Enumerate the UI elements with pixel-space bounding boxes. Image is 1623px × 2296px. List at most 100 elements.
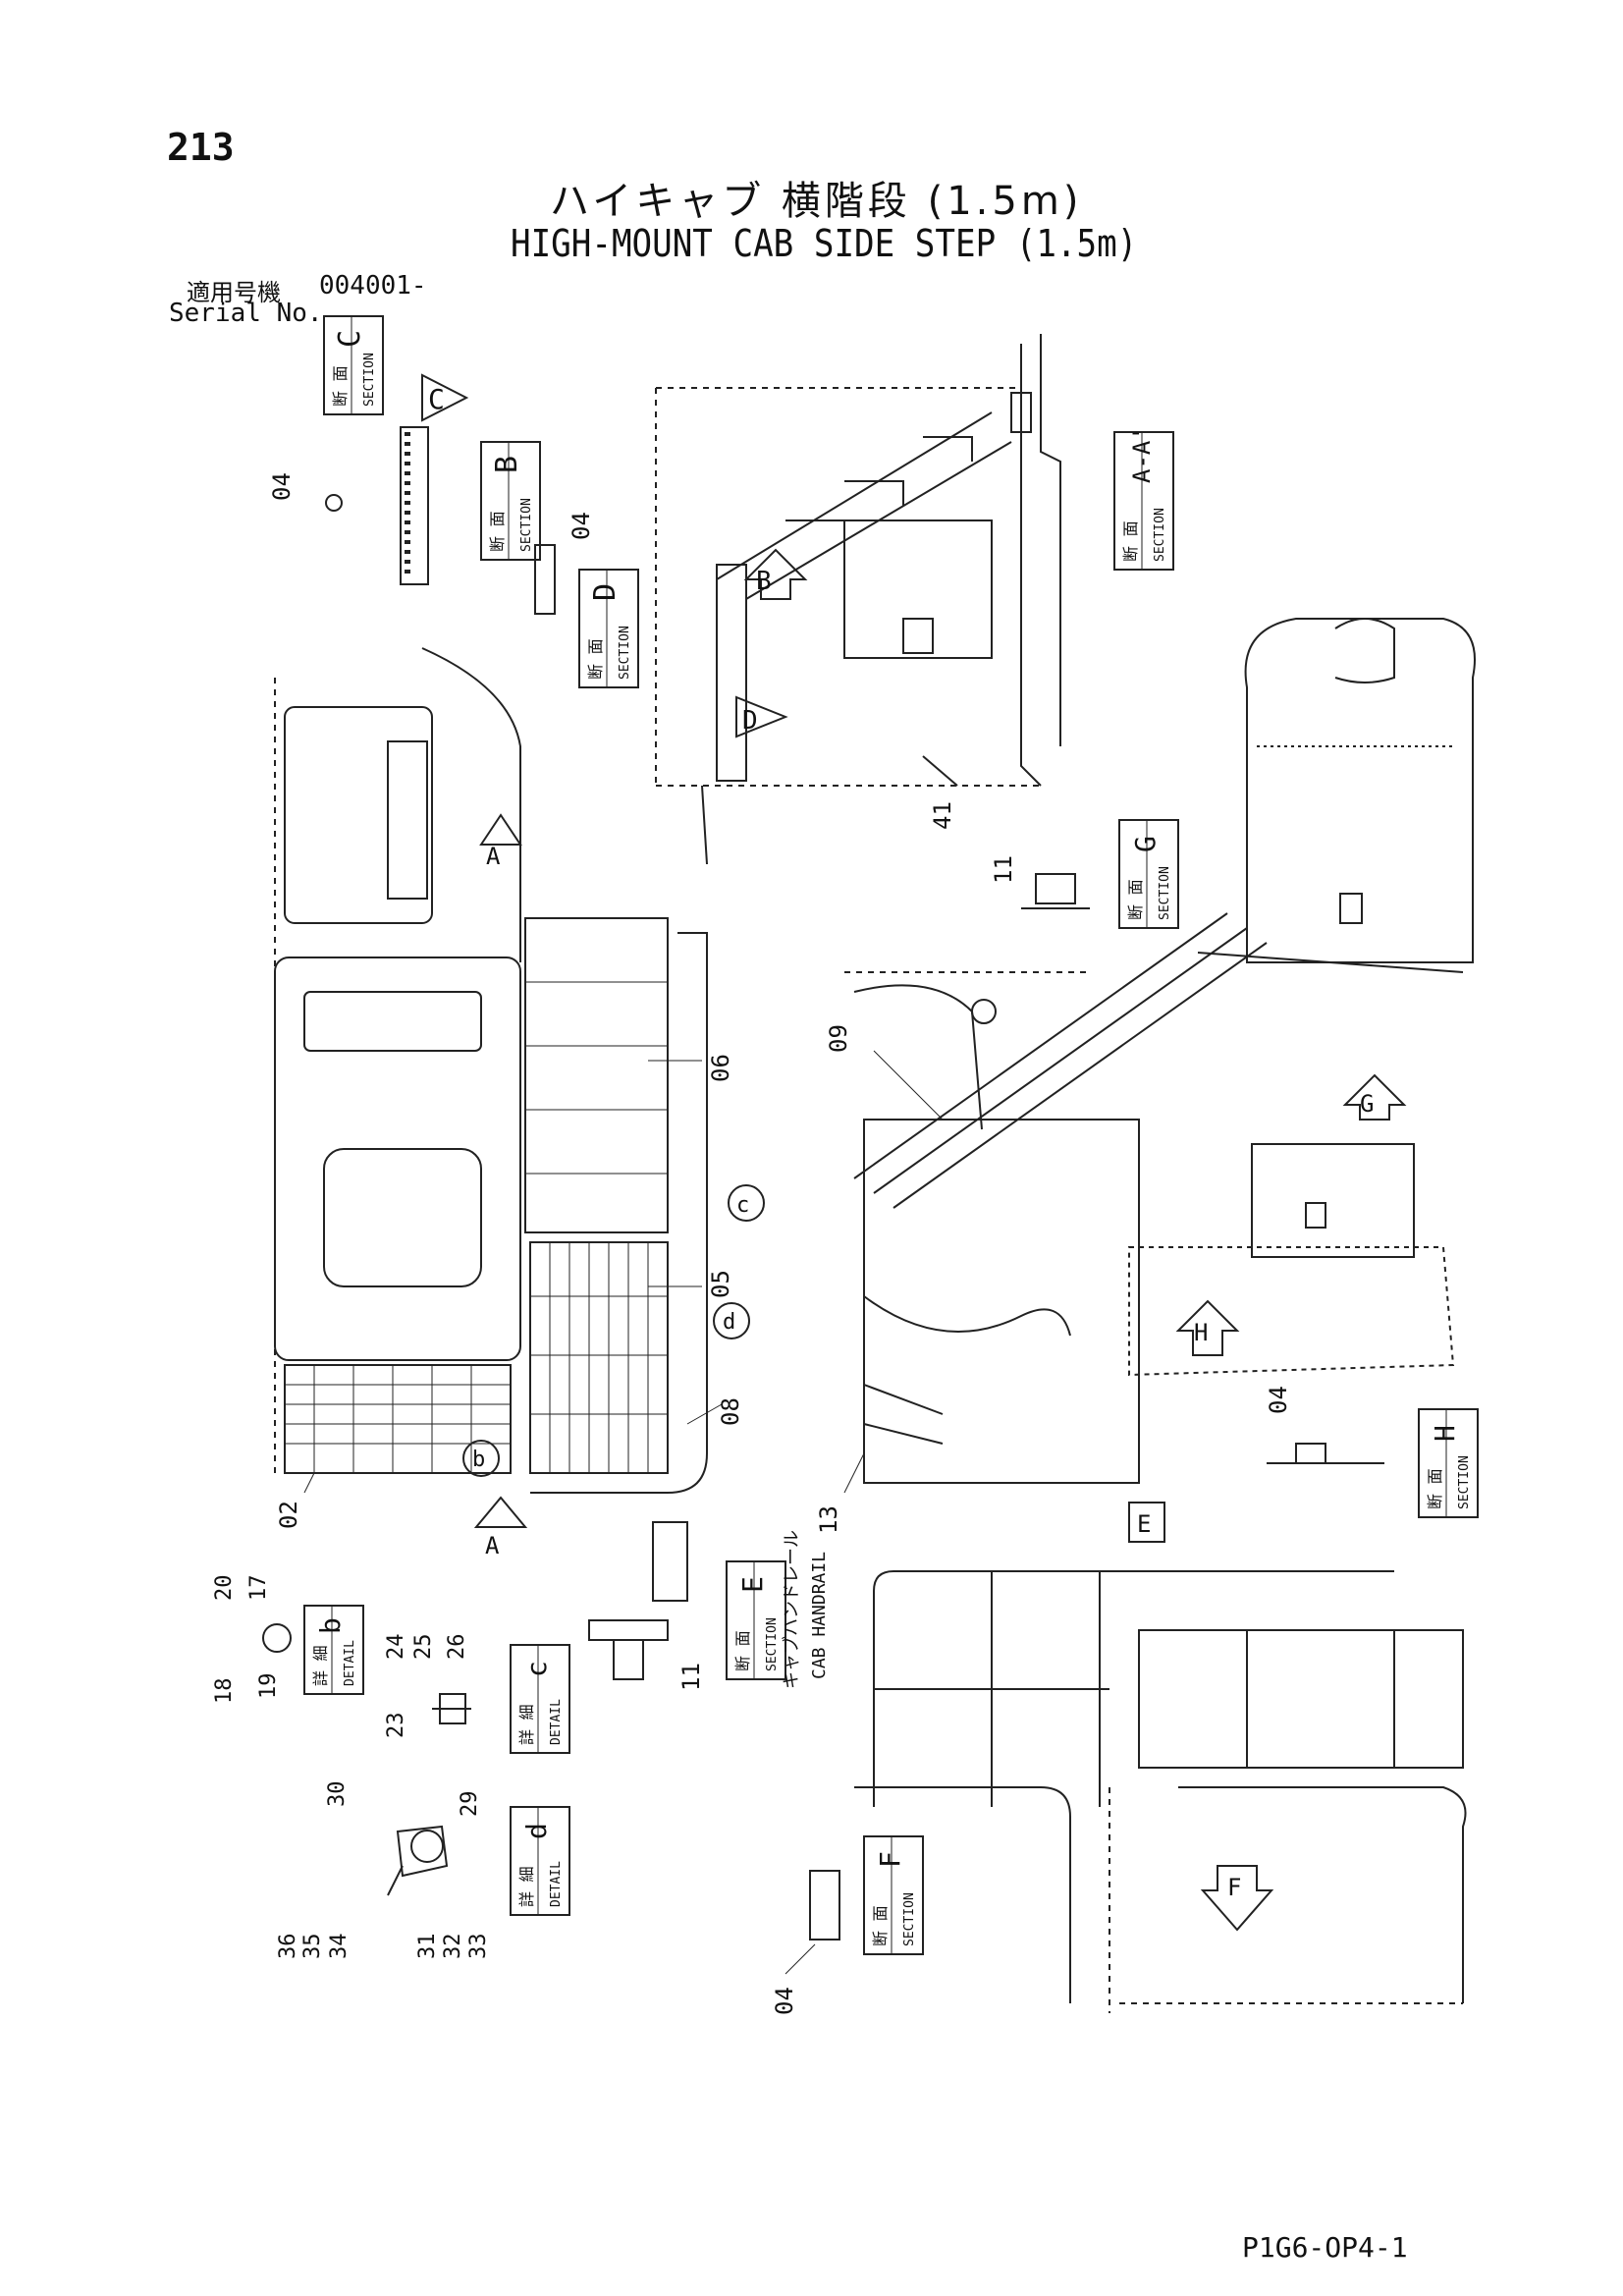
section-b-label: 断 面 SECTION B [480,441,541,561]
part-label-35: 35 [300,1934,325,1960]
view-marker-h: H [1194,1319,1208,1346]
title-japanese: ハイキャブ 横階段 (1.5m) [550,179,1083,224]
drawing-code: P1G6-OP4-1 [1242,2231,1408,2264]
view-marker-b: B [756,567,772,596]
view-arrow-f: F [1200,1865,1274,1932]
view-arrow-e: E [1128,1502,1165,1543]
detail-c-word: DETAIL [549,1699,564,1745]
part-label-24: 24 [384,1634,408,1661]
detail-b-label: 詳 細 DETAIL b [303,1605,364,1695]
view-arrow-a-lower: A [473,1496,528,1559]
section-f-part: 04 [771,1870,840,2015]
section-h-letter: H [1429,1425,1461,1442]
part-labels-step: 09 13 [815,1024,944,1534]
part-41-label: 41 [922,755,958,830]
section-d-word: SECTION [618,626,632,680]
part-label-11a: 11 [990,855,1017,884]
part-label-02: 02 [275,1501,302,1529]
section-b-letter: B [490,456,524,473]
section-g-part: 11 [990,855,1090,909]
view-arrow-b: B [743,548,808,600]
part-label-36: 36 [276,1934,300,1960]
view-marker-a-upper: A [486,843,501,870]
machine-top-view [274,647,708,1494]
part-label-23: 23 [384,1713,408,1739]
serial-number: 004001- [319,271,427,301]
section-c-label: 断 面 SECTION C [323,315,384,415]
part-label-17: 17 [246,1575,271,1602]
section-e-label: 断 面 SECTION E [726,1560,786,1680]
serial-label-japanese: 適用号機 [187,279,281,306]
cab-handrail-en: CAB HANDRAIL [809,1552,830,1679]
section-e-danmen: 断 面 [733,1630,752,1671]
section-g-letter: G [1129,836,1162,852]
detail-d-marker: d [723,1310,735,1335]
detail-c-letter: c [520,1661,553,1677]
view-marker-d: D [742,706,758,736]
part-04-top: 04 [268,472,343,512]
section-d-danmen: 断 面 [586,638,605,680]
section-d-letter: D [588,583,622,601]
detail-b-letter: b [314,1617,347,1634]
detail-c-part: 24 25 26 23 [384,1634,471,1739]
part-label-29: 29 [458,1791,482,1818]
part-label-25: 25 [411,1634,436,1661]
part-label-04c: 04 [1265,1386,1292,1414]
section-c-danmen: 断 面 [331,365,350,407]
part-label-04b: 04 [568,512,595,540]
section-g-danmen: 断 面 [1126,879,1145,920]
part-labels-machine: 06 05 08 02 [275,1054,744,1529]
view-arrow-a-upper: A [479,813,522,870]
detail-b-word: DETAIL [343,1640,357,1686]
section-b-word: SECTION [519,498,534,552]
part-label-20: 20 [212,1575,237,1602]
handrail-view [854,1570,1467,2013]
part-label-31: 31 [415,1934,440,1960]
detail-c-label: 詳 細 DETAIL c [510,1644,570,1754]
detail-b-marker: b [472,1448,485,1472]
view-arrow-g: G [1342,1073,1407,1121]
part-label-11b: 11 [677,1663,705,1691]
section-d-part: 04 [534,512,595,615]
part-label-18: 18 [212,1678,237,1705]
section-c-word: SECTION [362,353,377,407]
side-step-view [844,912,1455,1484]
section-h-word: SECTION [1457,1455,1472,1509]
title-english: HIGH-MOUNT CAB SIDE STEP (1.5m) [511,222,1138,265]
detail-b-part: 20 17 18 19 [212,1575,292,1705]
detail-marker-b: b [462,1440,500,1477]
section-h-danmen: 断 面 [1426,1468,1444,1509]
section-e-word: SECTION [765,1617,780,1671]
view-arrow-d: D [735,695,788,738]
detail-marker-c: c [728,1184,765,1222]
detail-d-letter: d [520,1823,553,1839]
part-label-30: 30 [325,1781,350,1808]
section-e-letter: E [736,1576,769,1593]
detail-d-part: 30 29 36 35 34 31 32 33 [276,1781,491,1960]
part-label-41: 41 [929,801,956,830]
section-g-label: 断 面 SECTION G [1118,819,1179,929]
section-a-danmen: 断 面 [1121,520,1140,562]
section-a-letter: A-A' [1128,426,1156,483]
view-marker-a-lower: A [485,1532,500,1559]
part-label-04a: 04 [268,472,296,501]
part-label-19: 19 [256,1673,281,1700]
section-g-word: SECTION [1158,866,1172,920]
section-h-part: 04 [1265,1386,1384,1464]
detail-b-shousai: 詳 細 [311,1645,330,1686]
section-a-label: 断 面 SECTION A-A' [1113,426,1174,571]
section-b-danmen: 断 面 [488,511,507,552]
detail-c-shousai: 詳 細 [517,1704,536,1745]
detail-marker-d: d [713,1302,750,1339]
section-d-label: 断 面 SECTION D [578,569,639,688]
section-h-label: 断 面 SECTION H [1418,1408,1479,1518]
part-label-05: 05 [707,1270,734,1298]
part-label-08: 08 [717,1397,744,1426]
section-c-part [400,426,429,585]
view-marker-f: F [1227,1874,1241,1901]
cab-handrail-label: キャブハンドレール CAB HANDRAIL [781,1530,830,1689]
section-f-label: 断 面 SECTION F [863,1835,924,1955]
section-a-word: SECTION [1153,508,1167,562]
section-e-part: 11 [588,1521,705,1691]
